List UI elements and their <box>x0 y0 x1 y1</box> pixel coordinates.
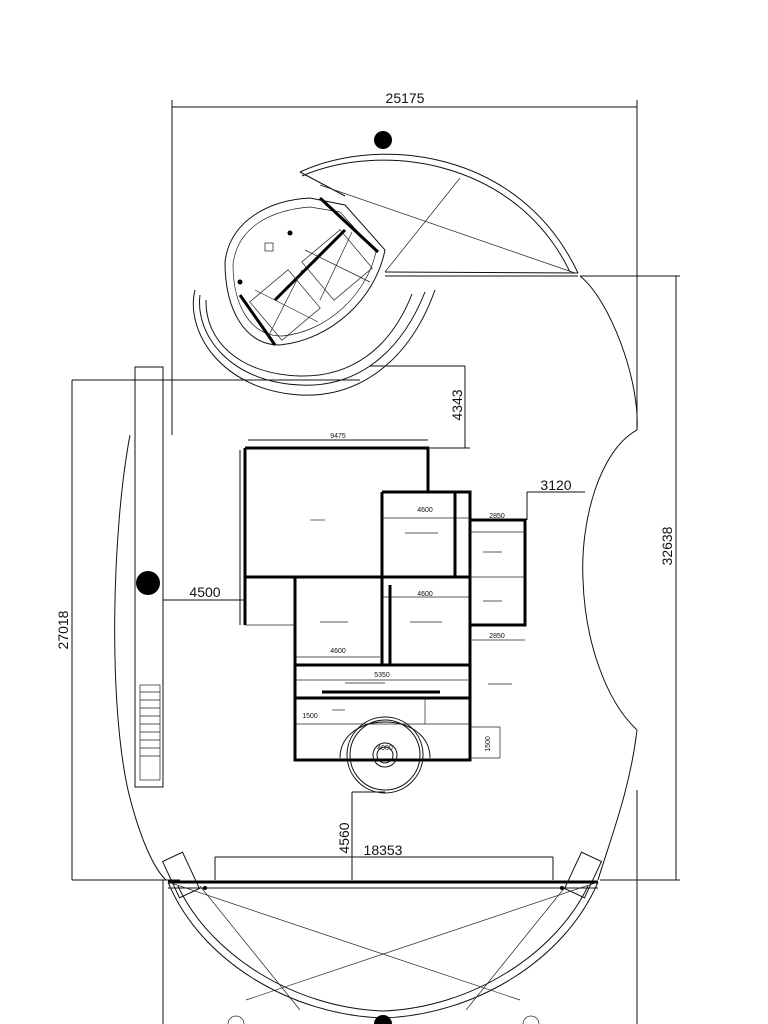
dim-label-bottom-width: 18353 <box>364 842 403 858</box>
dimension-bottom-gap: 4560 <box>336 791 385 880</box>
dimension-top-gap: 4343 <box>370 365 470 449</box>
dim-label-top-width: 25175 <box>386 90 425 106</box>
site-outline <box>114 275 638 1024</box>
dimension-right-height: 32638 <box>580 275 680 881</box>
svg-text:9475: 9475 <box>330 433 346 440</box>
svg-text:5350: 5350 <box>374 672 390 679</box>
svg-text:1500: 1500 <box>485 736 492 752</box>
central-building-plan: 9475 4600 2850 4600 4600 2850 5350 <box>239 433 527 794</box>
dimension-bottom-width: 18353 <box>214 842 554 880</box>
dim-label-right-height: 32638 <box>659 526 675 565</box>
svg-text:4600: 4600 <box>417 507 433 514</box>
dimension-left-offset: 4500 <box>163 584 245 601</box>
dimension-right-gap: 3120 <box>526 477 585 520</box>
bottom-arc-structure <box>161 851 603 1024</box>
dim-label-bottom-gap: 4560 <box>336 822 352 853</box>
dim-label-top-gap: 4343 <box>449 389 465 420</box>
svg-text:2850: 2850 <box>489 513 505 520</box>
tower-building <box>192 131 579 396</box>
dim-label-left-height: 27018 <box>55 610 71 649</box>
left-wall-strip <box>134 366 164 788</box>
dimension-top-width: 25175 <box>171 90 638 435</box>
dim-label-right-gap: 3120 <box>540 477 571 493</box>
svg-text:4600: 4600 <box>330 648 346 655</box>
svg-text:4600: 4600 <box>417 591 433 598</box>
svg-text:4000: 4000 <box>377 745 393 752</box>
svg-text:2850: 2850 <box>489 633 505 640</box>
dim-label-left-offset: 4500 <box>189 584 220 600</box>
svg-text:1500: 1500 <box>302 713 318 720</box>
dimension-left-height: 27018 <box>55 379 360 881</box>
